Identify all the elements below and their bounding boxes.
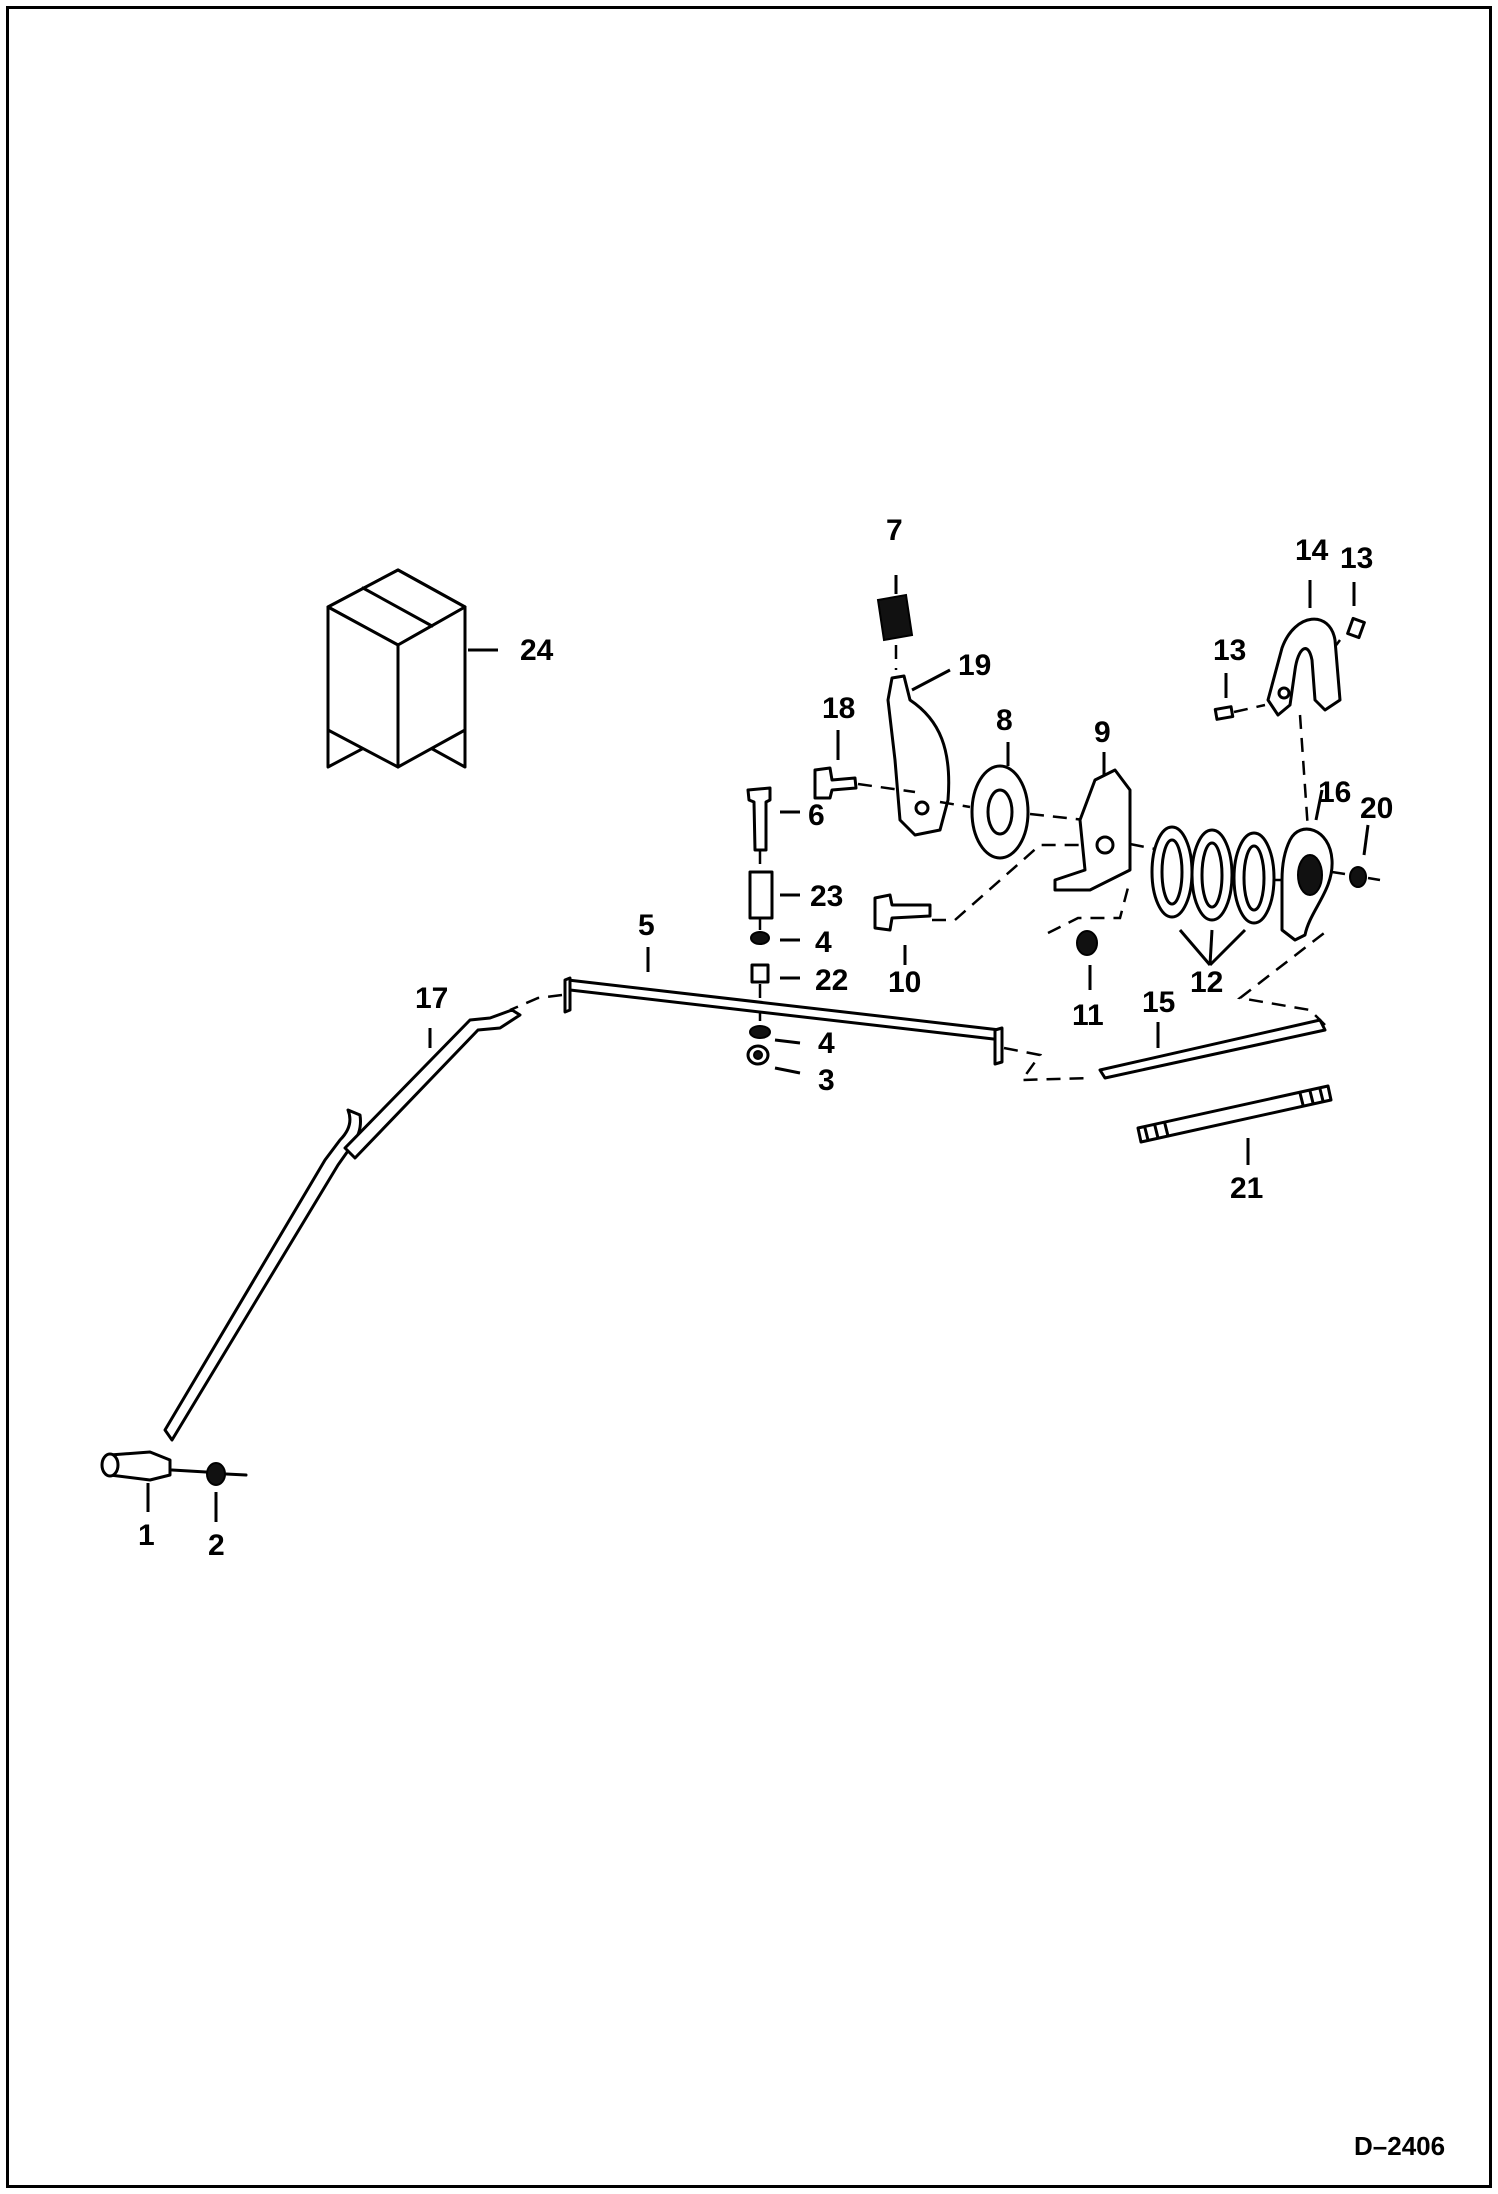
washers-12 bbox=[1150, 825, 1290, 967]
callout-1: 1 bbox=[138, 1519, 155, 1552]
clevis-1 bbox=[100, 1450, 172, 1512]
callout-6: 6 bbox=[808, 799, 825, 832]
callout-16: 16 bbox=[1318, 776, 1351, 809]
spacer-23 bbox=[748, 870, 800, 930]
callout-13-right: 13 bbox=[1340, 542, 1373, 575]
box-kit bbox=[326, 568, 498, 769]
bar-5 bbox=[509, 947, 1093, 1082]
washer-4-upper bbox=[750, 931, 800, 945]
callout-12: 12 bbox=[1190, 966, 1223, 999]
callout-14: 14 bbox=[1295, 534, 1329, 567]
callout-9: 9 bbox=[1094, 716, 1111, 749]
diagram-frame bbox=[6, 6, 1492, 2188]
callout-8: 8 bbox=[996, 704, 1013, 737]
washer-8 bbox=[939, 742, 1086, 860]
clamp-14 bbox=[1266, 580, 1342, 831]
nut-11 bbox=[1047, 879, 1132, 990]
callout-24: 24 bbox=[520, 634, 554, 667]
callout-15: 15 bbox=[1142, 986, 1175, 1019]
set-screw-left bbox=[1213, 673, 1266, 721]
bolt-10 bbox=[873, 843, 1080, 965]
callout-7: 7 bbox=[886, 514, 903, 547]
knob-16 bbox=[1280, 789, 1346, 942]
callout-10: 10 bbox=[888, 966, 921, 999]
callout-labels: 1 2 3 4 4 5 6 7 8 9 10 11 12 13 13 14 15… bbox=[138, 514, 1393, 1562]
rod-17 bbox=[163, 1008, 522, 1442]
lever bbox=[886, 645, 951, 837]
bushing-22 bbox=[750, 963, 800, 1028]
bolt-6 bbox=[746, 786, 800, 870]
callout-23: 23 bbox=[810, 880, 843, 913]
washer-4-lower bbox=[749, 1025, 801, 1045]
callout-13-left: 13 bbox=[1213, 634, 1246, 667]
callout-18: 18 bbox=[822, 692, 855, 725]
bolt-18 bbox=[813, 730, 916, 800]
callout-22: 22 bbox=[815, 964, 848, 997]
callout-11: 11 bbox=[1072, 999, 1104, 1032]
callout-4-lower: 4 bbox=[818, 1027, 835, 1060]
bracket-9 bbox=[1053, 752, 1161, 892]
callout-21: 21 bbox=[1230, 1172, 1263, 1205]
callout-2: 2 bbox=[208, 1529, 225, 1562]
callout-3: 3 bbox=[818, 1064, 835, 1097]
callout-4-upper: 4 bbox=[815, 926, 832, 959]
callout-19: 19 bbox=[958, 649, 991, 682]
figure-id: D–2406 bbox=[1354, 2131, 1445, 2161]
callout-17: 17 bbox=[415, 982, 448, 1015]
threaded-rod-21 bbox=[1136, 1084, 1333, 1165]
rod-15 bbox=[1098, 929, 1329, 1080]
nut-3 bbox=[746, 1044, 801, 1075]
callout-20: 20 bbox=[1360, 792, 1393, 825]
nut-20 bbox=[1349, 824, 1381, 888]
nut-2 bbox=[170, 1462, 248, 1522]
callout-5: 5 bbox=[638, 909, 655, 942]
knob bbox=[876, 575, 914, 642]
